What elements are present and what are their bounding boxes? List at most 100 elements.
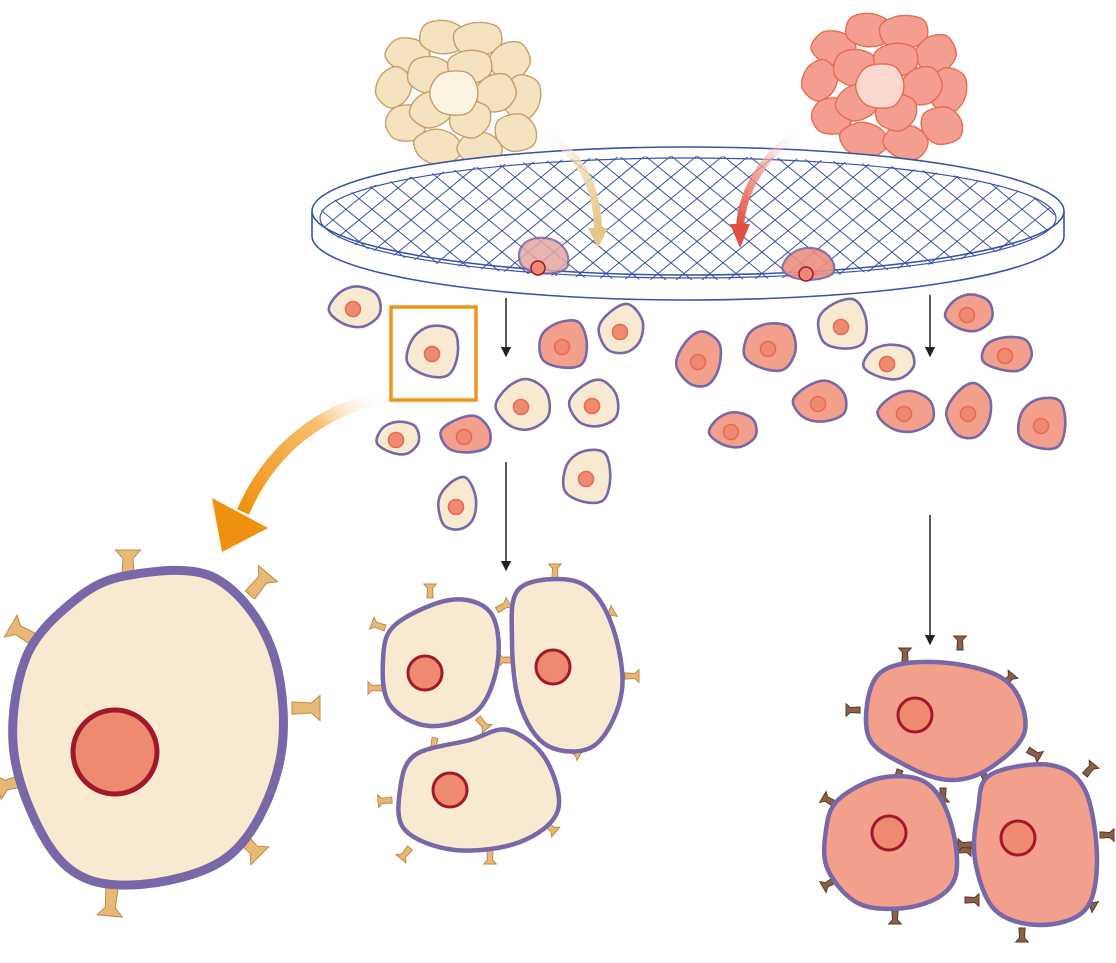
nucleus: [999, 819, 1037, 857]
surface-receptor: [368, 616, 387, 632]
nucleus: [512, 398, 530, 416]
nucleus: [996, 347, 1014, 365]
surface-receptor: [1014, 927, 1030, 943]
surface-receptor: [244, 564, 279, 600]
pink-clump-segment: [800, 58, 839, 102]
surface-receptor: [964, 892, 980, 908]
nucleus: [689, 353, 707, 371]
nucleus: [611, 323, 629, 341]
nucleus: [583, 397, 601, 415]
cell-passing-through-pink: [780, 246, 836, 282]
pink-cell: [1016, 396, 1067, 451]
pink-clump-segment: [882, 124, 929, 161]
nucleus: [423, 345, 441, 363]
cream-cell: [437, 475, 478, 531]
aggregated-cell: [821, 773, 960, 912]
magnify-arrow: [212, 389, 387, 552]
surface-receptor: [952, 635, 968, 651]
surface-receptor: [394, 845, 414, 864]
nucleus: [878, 355, 896, 373]
nucleus: [344, 300, 362, 318]
tissue-clump-pink: [800, 12, 968, 161]
pink-cell: [742, 322, 798, 373]
surface-receptor: [1025, 746, 1045, 764]
aggregated-cell: [396, 727, 562, 853]
surface-receptor: [376, 793, 393, 809]
nucleus: [534, 648, 572, 686]
dissociated-cells: [327, 285, 1067, 531]
nucleus: [759, 340, 777, 358]
pink-cell: [791, 379, 848, 423]
nucleus: [809, 395, 827, 413]
nucleus: [553, 338, 571, 356]
pink-cell: [943, 293, 994, 333]
aggregated-cell: [509, 576, 625, 754]
cream-cell: [561, 448, 612, 505]
surface-receptor: [1081, 759, 1101, 778]
selection-box: [389, 305, 478, 402]
cream-cell: [375, 420, 421, 456]
aggregated-cell: [971, 762, 1100, 928]
nucleus: [406, 654, 444, 692]
surface-receptor: [422, 583, 438, 599]
nucleus: [455, 428, 473, 446]
pink-cell: [980, 335, 1034, 373]
aggregated-cell: [863, 659, 1028, 783]
surface-receptor: [897, 647, 913, 663]
surface-receptor: [624, 668, 640, 684]
surface-receptor: [367, 680, 383, 696]
surface-receptor: [482, 849, 498, 865]
cream-cell: [597, 302, 645, 355]
arrow-cream-into-sieve: [536, 126, 608, 248]
nucleus: [958, 306, 976, 324]
aggregated-cell: [380, 597, 501, 729]
cream-clump-segment: [494, 113, 538, 153]
enlarged-cell: [0, 549, 321, 918]
nucleus: [431, 771, 469, 809]
pink-clump-segment: [854, 63, 905, 109]
pink-cell: [707, 410, 758, 449]
surface-receptor: [494, 596, 514, 614]
surface-receptor: [887, 909, 903, 925]
nucleus: [1032, 417, 1050, 435]
nucleus: [832, 318, 850, 336]
cream-cell: [816, 297, 869, 350]
surface-receptor: [95, 886, 124, 918]
cream-cell: [861, 343, 916, 381]
cream-cell: [405, 324, 460, 379]
nucleus: [895, 405, 913, 423]
nucleus: [447, 498, 465, 516]
nucleus: [577, 470, 595, 488]
surface-receptor: [291, 694, 321, 722]
cream-cell: [494, 377, 552, 432]
nucleus: [870, 814, 908, 852]
pink-cell-aggregate: [818, 635, 1115, 943]
nucleus: [722, 423, 740, 441]
nucleus: [896, 696, 934, 734]
cream-clump-segment: [374, 65, 413, 109]
nucleus: [959, 405, 977, 423]
surface-receptor: [845, 702, 861, 718]
cream-cell-aggregate: [367, 563, 640, 865]
flow-arrows: [500, 295, 936, 646]
nucleus: [387, 431, 405, 449]
pink-cell: [439, 414, 492, 454]
pink-clump-segment: [920, 106, 964, 146]
surface-receptor: [474, 715, 494, 734]
pink-cell: [674, 330, 723, 388]
cream-cell: [567, 378, 620, 428]
cream-cell: [327, 285, 382, 329]
surface-receptor: [547, 563, 563, 579]
cream-clump-segment: [428, 70, 479, 116]
pink-cell: [876, 389, 936, 434]
cell-passing-through-cream: [517, 236, 570, 276]
nucleus: [70, 707, 160, 797]
mesh-sieve: [311, 146, 1065, 301]
arrow-pink-into-sieve: [730, 128, 804, 248]
pink-cell: [944, 381, 993, 440]
pink-cell: [538, 319, 589, 370]
surface-receptor: [1099, 827, 1115, 843]
tissue-clump-cream: [374, 19, 542, 168]
